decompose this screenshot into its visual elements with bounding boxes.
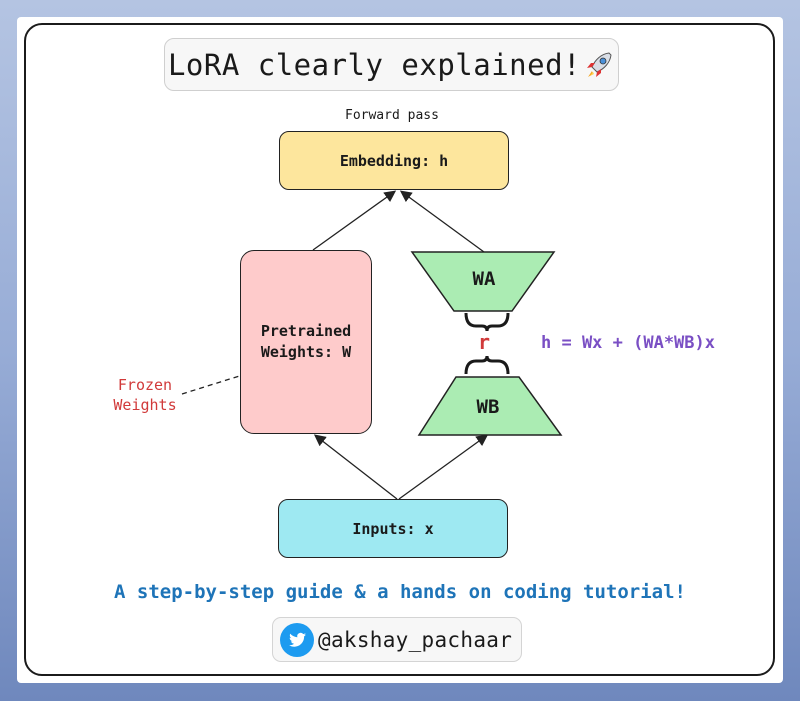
lora-formula: h = Wx + (WA*WB)x	[541, 333, 715, 353]
inputs-node: Inputs: x	[278, 499, 508, 558]
arrow-wa-to-embedding	[399, 190, 485, 253]
wa-label: WA	[472, 268, 496, 290]
title-banner: LoRA clearly explained!	[164, 38, 619, 91]
rocket-icon	[587, 51, 612, 77]
author-handle: @akshay_pachaar	[318, 627, 513, 652]
wb-trapezoid	[417, 376, 563, 436]
twitter-bird-icon	[280, 622, 314, 657]
frozen-weights-label: Frozen Weights	[113, 376, 177, 414]
wb-label: WB	[476, 396, 500, 418]
arrow-inputs-to-pretrained	[313, 434, 398, 500]
arrow-inputs-to-wb	[398, 434, 489, 500]
forward-pass-label: Forward pass	[345, 108, 439, 123]
arrow-pretrained-to-embedding	[312, 190, 397, 251]
wa-trapezoid	[410, 251, 556, 312]
subtitle: A step-by-step guide & a hands on coding…	[114, 581, 686, 603]
upper-brace	[464, 312, 510, 332]
embedding-node: Embedding: h	[279, 131, 509, 190]
rank-label: r	[478, 330, 491, 354]
author-handle-badge[interactable]: @akshay_pachaar	[272, 617, 522, 662]
lower-brace	[464, 355, 510, 375]
pretrained-weights-node: Pretrained Weights: W	[240, 250, 372, 434]
page-title: LoRA clearly explained!	[167, 47, 582, 82]
